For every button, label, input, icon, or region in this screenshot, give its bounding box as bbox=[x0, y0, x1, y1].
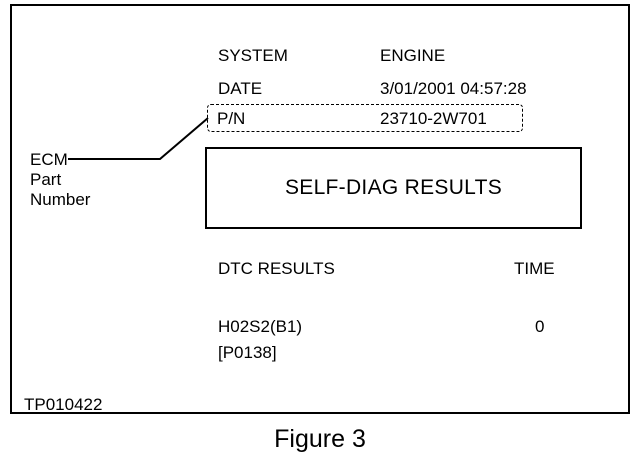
time-header: TIME bbox=[514, 259, 555, 278]
figure-caption: Figure 3 bbox=[274, 425, 366, 453]
date-value: 3/01/2001 04:57:28 bbox=[380, 79, 527, 98]
callout-line-3: Number bbox=[30, 190, 91, 209]
date-label: DATE bbox=[218, 79, 263, 98]
dtc-time: 0 bbox=[535, 317, 545, 336]
system-value: ENGINE bbox=[380, 46, 446, 65]
callout-line-1: ECM bbox=[30, 150, 68, 169]
ecm-part-number-callout: ECM Part Number bbox=[30, 150, 90, 210]
results-title-text: SELF-DIAG RESULTS bbox=[284, 176, 503, 199]
figure-id: TP010422 bbox=[24, 395, 103, 414]
dtc-code: [P0138] bbox=[218, 343, 277, 362]
pn-label: P/N bbox=[217, 109, 246, 128]
system-label: SYSTEM bbox=[218, 46, 288, 65]
screen-frame bbox=[10, 4, 630, 414]
dtc-name: H02S2(B1) bbox=[218, 317, 303, 336]
dtc-results-header: DTC RESULTS bbox=[218, 259, 335, 278]
self-diag-results-title: SELF-DIAG RESULTS bbox=[205, 147, 582, 229]
callout-line-2: Part bbox=[30, 170, 62, 189]
pn-value: 23710-2W701 bbox=[380, 109, 487, 128]
